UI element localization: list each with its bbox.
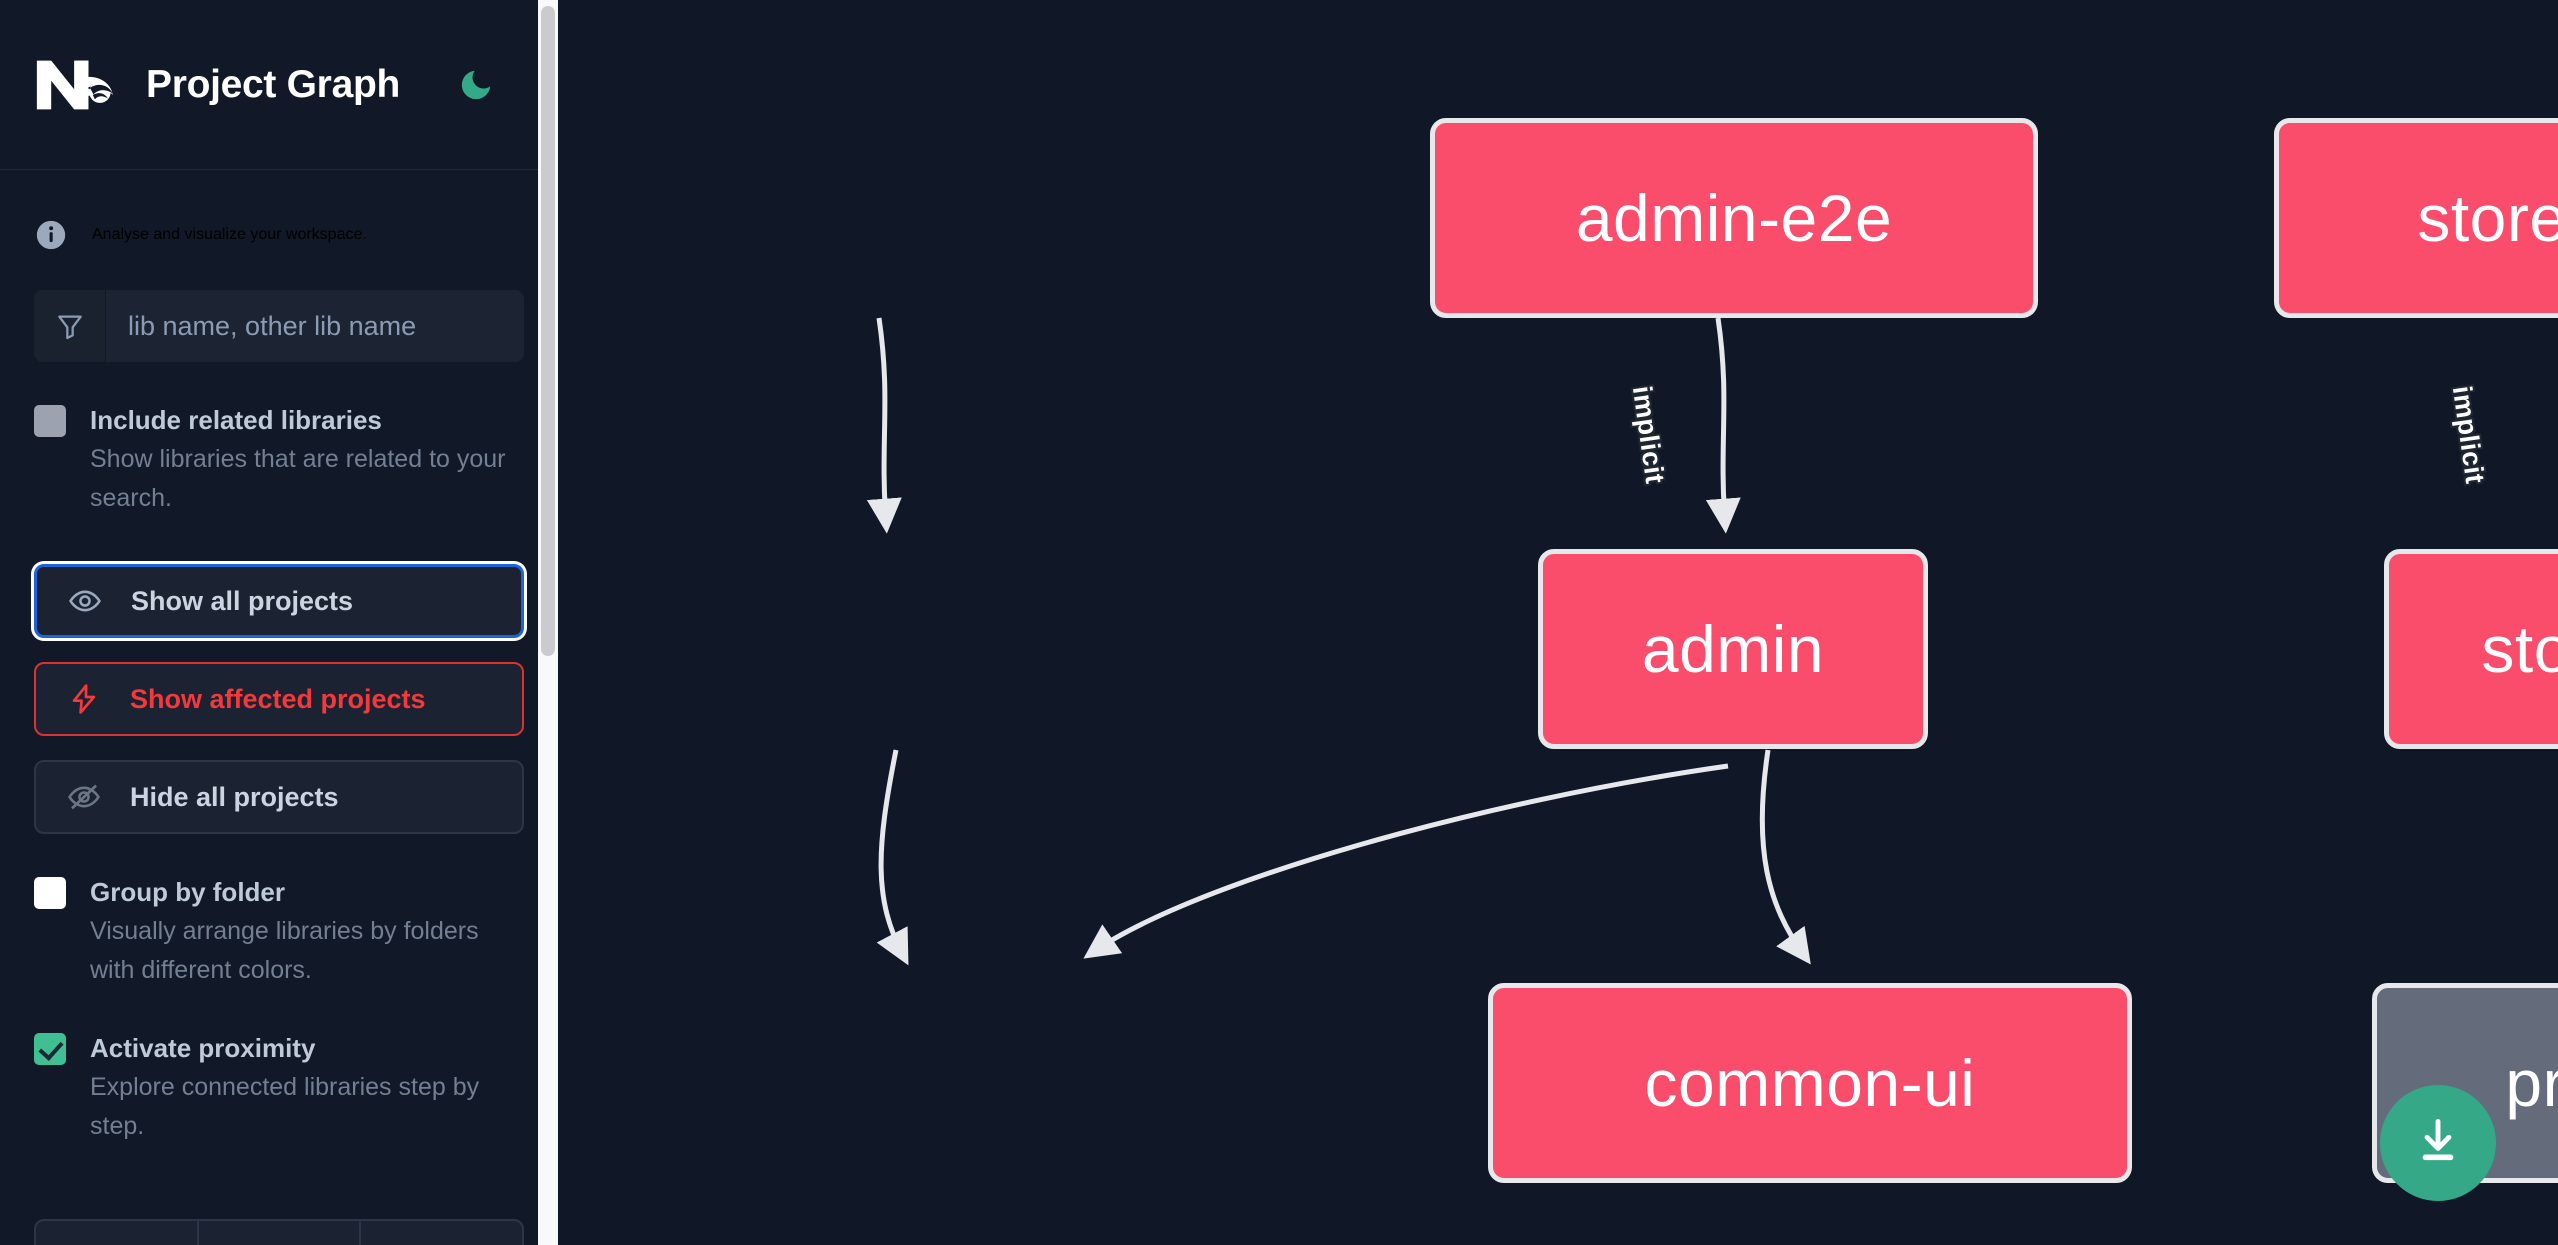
edge-admin-e2e-to-admin xyxy=(866,317,902,534)
proximity-step-button-group[interactable] xyxy=(34,1219,524,1245)
graph-node-common-ui[interactable]: common-ui xyxy=(1488,983,2132,1183)
graph-edges-layer xyxy=(866,317,1811,966)
proximity-step-option[interactable] xyxy=(361,1221,522,1245)
app-title: Project Graph xyxy=(146,62,400,106)
search-row xyxy=(34,290,524,362)
button-label: Show all projects xyxy=(131,585,354,616)
graph-canvas[interactable]: implicit implicit admin-e2e store-e2e ad… xyxy=(558,0,2558,1245)
eye-icon xyxy=(65,581,105,621)
show-affected-projects-button[interactable]: Show affected projects xyxy=(34,662,524,736)
proximity-step-option[interactable] xyxy=(199,1221,362,1245)
hide-all-projects-button[interactable]: Hide all projects xyxy=(34,760,524,834)
download-graph-button[interactable] xyxy=(2380,1085,2496,1201)
eye-slash-icon xyxy=(64,777,104,817)
sidebar: Project Graph Analyse and visualize your… xyxy=(0,0,558,1245)
option-group-by-folder[interactable]: Group by folder Visually arrange librari… xyxy=(34,872,524,990)
lightning-icon xyxy=(64,679,104,719)
download-icon xyxy=(2410,1113,2466,1174)
option-title: Group by folder xyxy=(90,877,285,907)
nx-logo-icon xyxy=(34,56,120,114)
option-desc: Show libraries that are related to your … xyxy=(90,445,506,512)
proximity-step-option[interactable] xyxy=(36,1221,199,1245)
activate-proximity-checkbox[interactable] xyxy=(34,1033,66,1065)
moon-icon[interactable] xyxy=(454,63,498,107)
option-title: Include related libraries xyxy=(90,405,382,435)
sidebar-body: Include related libraries Show libraries… xyxy=(0,290,558,1146)
sidebar-header: Project Graph xyxy=(0,0,558,170)
graph-node-store[interactable]: store xyxy=(2384,549,2558,749)
edge-store-to-common-ui xyxy=(1083,763,1729,959)
filter-funnel-icon[interactable] xyxy=(34,290,106,362)
option-desc: Explore connected libraries step by step… xyxy=(90,1073,480,1140)
edge-store-e2e-to-store xyxy=(1705,317,1741,534)
include-related-libraries-checkbox[interactable] xyxy=(34,405,66,437)
graph-node-admin[interactable]: admin xyxy=(1538,549,1928,749)
sidebar-tagline: Analyse and visualize your workspace. xyxy=(0,170,558,262)
button-label: Hide all projects xyxy=(130,781,339,812)
button-label: Show affected projects xyxy=(130,683,426,714)
sidebar-scrollbar-track[interactable] xyxy=(538,0,558,1245)
show-all-projects-button[interactable]: Show all projects xyxy=(34,564,524,638)
sidebar-tagline-text: Analyse and visualize your workspace. xyxy=(92,226,367,243)
search-input[interactable] xyxy=(106,290,524,362)
graph-node-store-e2e[interactable]: store-e2e xyxy=(2274,118,2558,318)
option-activate-proximity[interactable]: Activate proximity Explore connected lib… xyxy=(34,1028,524,1146)
project-visibility-buttons: Show all projects Show affected projects xyxy=(34,564,524,834)
option-title: Activate proximity xyxy=(90,1033,316,1063)
option-include-related-libraries[interactable]: Include related libraries Show libraries… xyxy=(34,400,524,518)
group-by-folder-checkbox[interactable] xyxy=(34,877,66,909)
sidebar-scrollbar-thumb[interactable] xyxy=(541,6,555,656)
info-circle-icon xyxy=(34,218,68,252)
option-desc: Visually arrange libraries by folders wi… xyxy=(90,917,479,984)
edge-store-to-products xyxy=(1759,749,1811,965)
edge-admin-to-common-ui xyxy=(876,749,909,966)
graph-node-admin-e2e[interactable]: admin-e2e xyxy=(1430,118,2038,318)
